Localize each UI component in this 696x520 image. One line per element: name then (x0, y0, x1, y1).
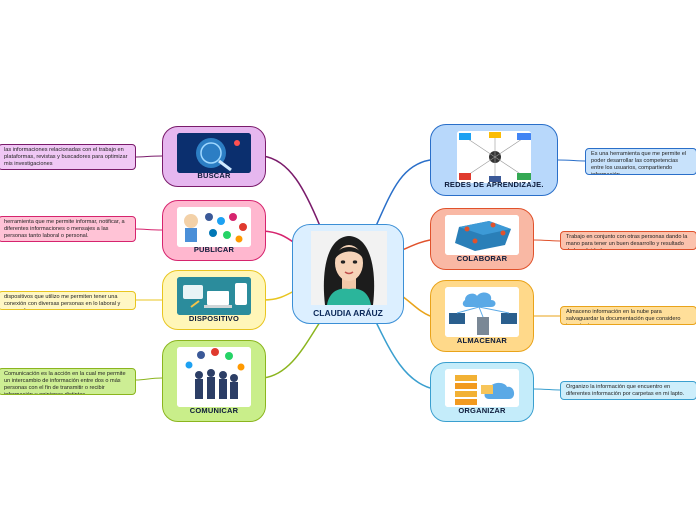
node-publicar-label: PUBLICAR (193, 245, 235, 254)
connector-publicar-note (135, 228, 163, 231)
cloud-storage-icon (445, 287, 519, 337)
puzzle-team-icon (445, 215, 519, 255)
connector-buscar-note (135, 155, 163, 158)
globe-search-icon (177, 133, 251, 173)
woman-portrait-icon (311, 231, 387, 305)
social-media-icon (177, 207, 251, 247)
note-organizar: Organizo la información que encuentro en… (560, 381, 696, 400)
node-redes-aprendizaje[interactable]: REDES DE APRENDIZAJE. (430, 124, 558, 196)
note-buscar: las informaciones relacionadas con el tr… (0, 144, 136, 170)
connector-redes (375, 159, 431, 227)
node-buscar[interactable]: BUSCAR (162, 126, 266, 187)
note-redes: Es una herramienta que me permite el pod… (585, 148, 696, 175)
node-colaborar[interactable]: COLABORAR (430, 208, 534, 270)
connector-buscar (262, 155, 321, 227)
connector-redes-note (557, 159, 586, 162)
folders-cloud-icon (445, 369, 519, 407)
node-buscar-label: BUSCAR (197, 171, 231, 180)
node-comunicar-label: COMUNICAR (189, 406, 239, 415)
connector-colaborar-note (533, 239, 561, 242)
node-almacenar-label: ALMACENAR (456, 336, 508, 345)
note-dispositivo: dispositivos que utilizo me permiten ten… (0, 291, 136, 310)
node-almacenar[interactable]: ALMACENAR (430, 280, 534, 352)
central-topic-label: CLAUDIA ARÁUZ (313, 308, 383, 318)
connector-comunicar (262, 321, 321, 379)
connector-almacenar (401, 295, 431, 317)
connector-colaborar (401, 239, 431, 251)
central-topic[interactable]: CLAUDIA ARÁUZ (292, 224, 404, 324)
node-organizar-label: ORGANIZAR (458, 406, 506, 415)
node-colaborar-label: COLABORAR (456, 254, 508, 263)
connector-comunicar-note (135, 377, 163, 381)
note-comunicar: Comunicación es la acción en la cual me … (0, 368, 136, 395)
connector-organizar (375, 321, 431, 389)
node-organizar[interactable]: ORGANIZAR (430, 362, 534, 422)
note-colaborar: Trabajo en conjunto con otras personas d… (560, 231, 696, 250)
people-network-icon (177, 347, 251, 407)
node-publicar[interactable]: PUBLICAR (162, 200, 266, 261)
node-dispositivo-label: DISPOSITIVO (188, 314, 240, 323)
devices-icon (177, 277, 251, 315)
note-almacenar: Almaceno información en la nube para sal… (560, 306, 696, 325)
node-comunicar[interactable]: COMUNICAR (162, 340, 266, 422)
note-publicar: herramienta que me permite informar, not… (0, 216, 136, 242)
connector-organizar-note (533, 388, 561, 391)
node-dispositivo[interactable]: DISPOSITIVO (162, 270, 266, 330)
node-redes-aprendizaje-label: REDES DE APRENDIZAJE. (444, 180, 544, 189)
learning-network-icon (457, 131, 531, 183)
